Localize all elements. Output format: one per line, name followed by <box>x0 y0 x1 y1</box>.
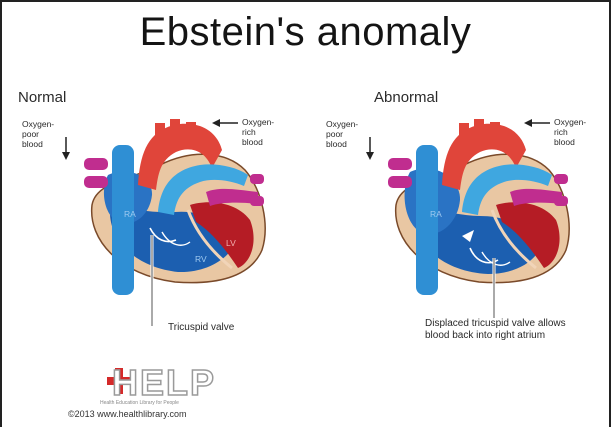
normal-pulmonary-vein-stub-2 <box>250 196 264 206</box>
logo-letters: HELP <box>112 362 216 404</box>
normal-vena-cava <box>112 145 134 295</box>
abnormal-ra-label: RA <box>430 209 442 219</box>
normal-caption: Tricuspid valve <box>168 322 234 334</box>
normal-lv-label: LV <box>226 238 236 248</box>
copyright-text: ©2013 www.healthlibrary.com <box>68 409 187 419</box>
abnormal-vena-cava <box>416 145 438 295</box>
normal-oxygen-poor-arrowhead <box>62 152 70 160</box>
normal-aorta-branch-1 <box>155 123 165 141</box>
abnormal-aorta-branch-2 <box>474 119 484 137</box>
abnormal-panel-label: Abnormal <box>374 89 438 106</box>
abnormal-caption: Displaced tricuspid valve allows blood b… <box>425 318 566 342</box>
abnormal-pulmonary-vein-stub-2 <box>554 196 568 206</box>
normal-aorta-branch-2 <box>170 119 180 137</box>
abnormal-oxygen-poor-arrowhead <box>366 152 374 160</box>
normal-ra-label: RA <box>124 209 136 219</box>
abnormal-pulmonary-vein-stub-1 <box>554 174 568 184</box>
normal-pulmonary-vein-stub-1 <box>250 174 264 184</box>
logo-tagline: Health Education Library for People <box>100 400 179 406</box>
abnormal-oxygen-rich-label: Oxygen- rich blood <box>554 117 586 147</box>
abnormal-heart <box>388 119 569 318</box>
abnormal-aorta-branch-3 <box>490 122 500 140</box>
abnormal-pulmonary-vein-left-2 <box>388 176 412 188</box>
normal-rv-label: RV <box>195 254 207 264</box>
normal-heart <box>84 119 265 326</box>
abnormal-oxygen-rich-arrowhead <box>524 119 532 127</box>
normal-aorta-branch-3 <box>186 122 196 140</box>
normal-pulmonary-vein-left-1 <box>84 158 108 170</box>
abnormal-oxygen-poor-label: Oxygen- poor blood <box>326 119 358 149</box>
normal-oxygen-rich-arrowhead <box>212 119 220 127</box>
abnormal-aorta-branch-1 <box>459 123 469 141</box>
normal-pulmonary-vein-left-2 <box>84 176 108 188</box>
abnormal-pulmonary-vein-left-1 <box>388 158 412 170</box>
